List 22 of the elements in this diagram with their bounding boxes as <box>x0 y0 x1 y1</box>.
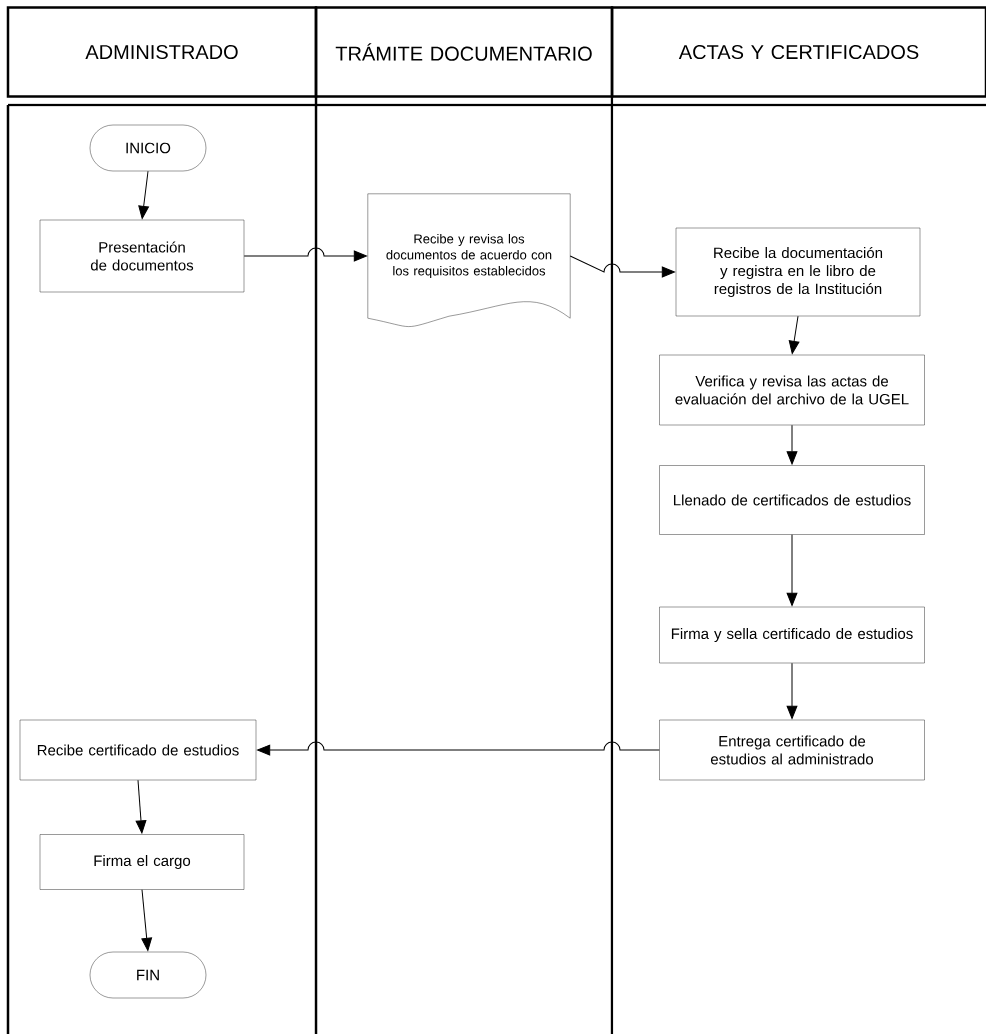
arrow <box>141 889 153 951</box>
arrow <box>569 255 675 278</box>
lane-header: ADMINISTRADO <box>6 6 318 98</box>
process-box: Firma y sella certificado de estudios <box>659 606 925 664</box>
process-box: Entrega certificado de estudios al administrado <box>659 719 925 781</box>
arrow <box>786 424 798 465</box>
process-box: Firma el cargo <box>39 834 245 890</box>
arrow <box>257 741 660 756</box>
process-box: Verifica y revisa las actas de evaluación del archivo de la UGEL <box>659 354 925 426</box>
arrow <box>788 315 800 354</box>
arrow <box>786 534 798 606</box>
process-box: Presentación de documentos <box>39 219 245 293</box>
arrow <box>135 779 147 834</box>
lane-header: ACTAS Y CERTIFICADOS <box>610 6 986 98</box>
arrow <box>243 247 367 262</box>
arrow <box>786 662 798 719</box>
process-box: Recibe la documentación y registra en le libro de registros de la Institución <box>675 227 921 317</box>
arrow <box>138 170 149 219</box>
document-shape: Recibe y revisa los documentos de acuerdo con los requisitos establecidos <box>367 193 571 327</box>
lane-header: TRÁMITE DOCUMENTARIO <box>314 6 614 98</box>
process-box: Llenado de certificados de estudios <box>659 465 925 535</box>
process-box: Recibe certificado de estudios <box>19 719 257 781</box>
